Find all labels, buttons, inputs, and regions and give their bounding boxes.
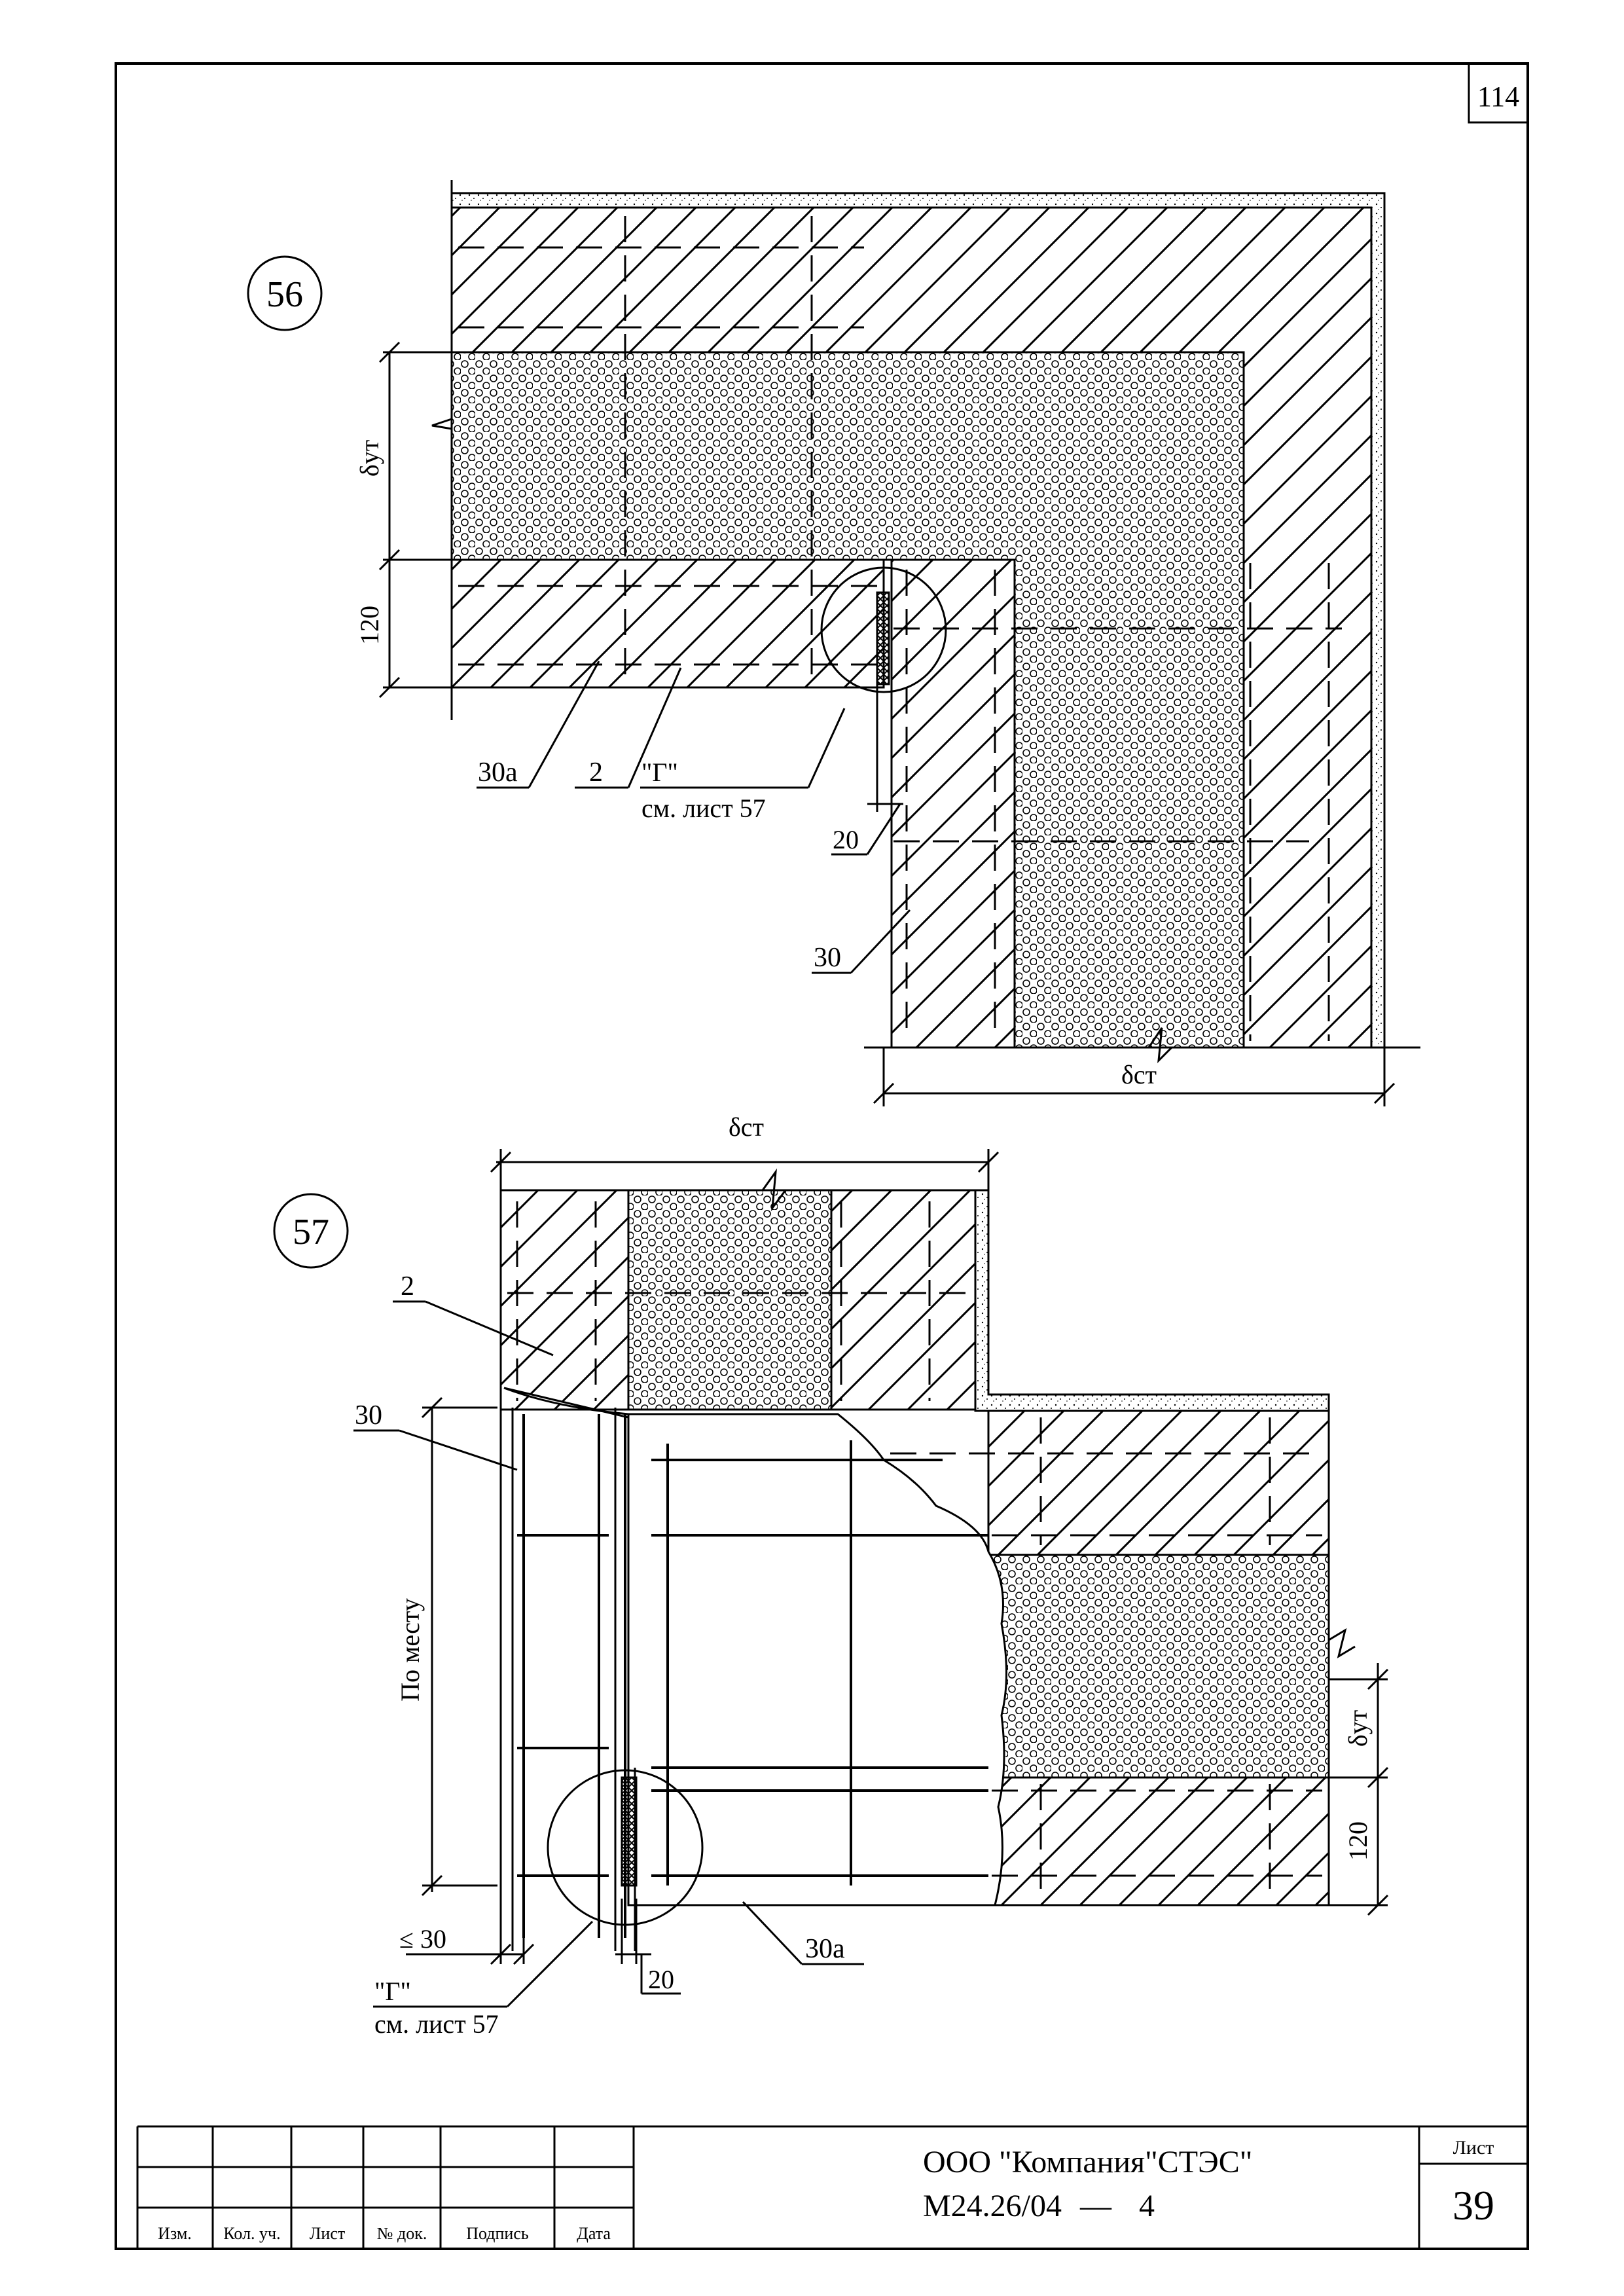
inner-masonry-vertical xyxy=(890,558,1016,1049)
leader-lines xyxy=(353,1300,864,2008)
detail-number: 56 xyxy=(266,274,303,315)
detail-marker-circle xyxy=(273,1193,349,1269)
header-rev: Изм. xyxy=(158,2224,192,2243)
dim-120: 120 xyxy=(1343,1821,1373,1861)
dim-20: 20 xyxy=(833,825,859,854)
dim-wall-thickness: δст xyxy=(1121,1060,1157,1089)
company-name: ООО "Компания"СТЭС" xyxy=(923,2145,1252,2179)
masonry-right-outer xyxy=(987,1410,1330,1556)
insulation-right xyxy=(987,1554,1330,1779)
insulation-layer xyxy=(450,351,1245,1049)
header-date: Дата xyxy=(577,2224,611,2243)
sheet-number: 114 xyxy=(1477,81,1519,113)
label-30: 30 xyxy=(355,1400,382,1430)
callout-circle-g xyxy=(547,1769,704,1926)
inner-wall-lines xyxy=(499,1408,636,1951)
sheet-page-number: 39 xyxy=(1453,2182,1494,2229)
dim-insulation-thickness: δут xyxy=(1343,1710,1373,1747)
dimension-bottom xyxy=(406,1899,681,1995)
document-code: М24.26/04 xyxy=(923,2189,1062,2223)
label-2: 2 xyxy=(401,1271,414,1302)
header-qty: Кол. уч. xyxy=(223,2224,280,2243)
dim-insulation-thickness: δут xyxy=(355,440,384,477)
document-part: 4 xyxy=(1139,2189,1155,2223)
header-doc-no: № док. xyxy=(377,2224,427,2243)
joint-seal xyxy=(876,591,890,685)
dimension-right xyxy=(1329,1663,1389,1916)
break-mark-right xyxy=(1328,1628,1356,1659)
label-30a: 30а xyxy=(478,757,518,788)
callout-circle-g xyxy=(820,566,947,693)
label-30: 30 xyxy=(814,943,841,973)
callout-g-label: "Г" xyxy=(641,757,678,787)
label-30a: 30а xyxy=(805,1934,845,1964)
dim-120: 120 xyxy=(355,606,384,645)
callout-g-label: "Г" xyxy=(374,1977,411,2006)
inner-masonry-horizontal xyxy=(450,558,885,689)
masonry-left-upper xyxy=(499,1189,630,1411)
callout-sheet-ref: см. лист 57 xyxy=(641,793,766,823)
dimension-top xyxy=(490,1149,1000,1190)
detail-marker-circle xyxy=(247,255,323,331)
reinforcement-lines xyxy=(507,1201,1322,1899)
reinforcement-lines xyxy=(458,216,1342,1041)
dimension-place xyxy=(421,1396,497,1897)
title-block xyxy=(136,2125,1528,2249)
detail-57: 57 δст По месту δут xyxy=(273,1112,1389,2039)
drawing-frame xyxy=(115,62,1529,2250)
joint-seal xyxy=(621,1776,638,1887)
stucco-layer xyxy=(974,1189,1330,1412)
masonry-right-upper xyxy=(830,1189,977,1411)
detail-56: 56 δут 120 δст 20 xyxy=(247,180,1420,1106)
break-mark-left xyxy=(431,418,452,430)
sheet-number-box xyxy=(1468,62,1529,124)
dim-wall-thickness: δст xyxy=(729,1112,764,1142)
callout-sheet-ref: см. лист 57 xyxy=(374,2009,499,2039)
break-mark-top xyxy=(761,1168,787,1212)
cutaway-area xyxy=(503,1387,1007,1906)
break-mark xyxy=(1147,1027,1173,1064)
insulation-upper xyxy=(627,1189,833,1411)
dim-le-30: ≤ 30 xyxy=(399,1924,446,1954)
label-2: 2 xyxy=(589,757,603,788)
dim-20: 20 xyxy=(648,1965,674,1994)
dim-place: По месту xyxy=(395,1598,425,1702)
header-sheet: Лист xyxy=(310,2224,345,2243)
header-signature: Подпись xyxy=(466,2224,529,2243)
detail-number: 57 xyxy=(293,1212,329,1252)
sheet-label: Лист xyxy=(1453,2137,1494,2159)
dimension-bottom xyxy=(873,1048,1396,1106)
leader-lines xyxy=(477,661,911,974)
dimension-left xyxy=(378,341,452,699)
document-dash: — xyxy=(1079,2189,1112,2223)
dimension-20 xyxy=(831,684,903,856)
masonry-right-inner xyxy=(987,1776,1330,1906)
